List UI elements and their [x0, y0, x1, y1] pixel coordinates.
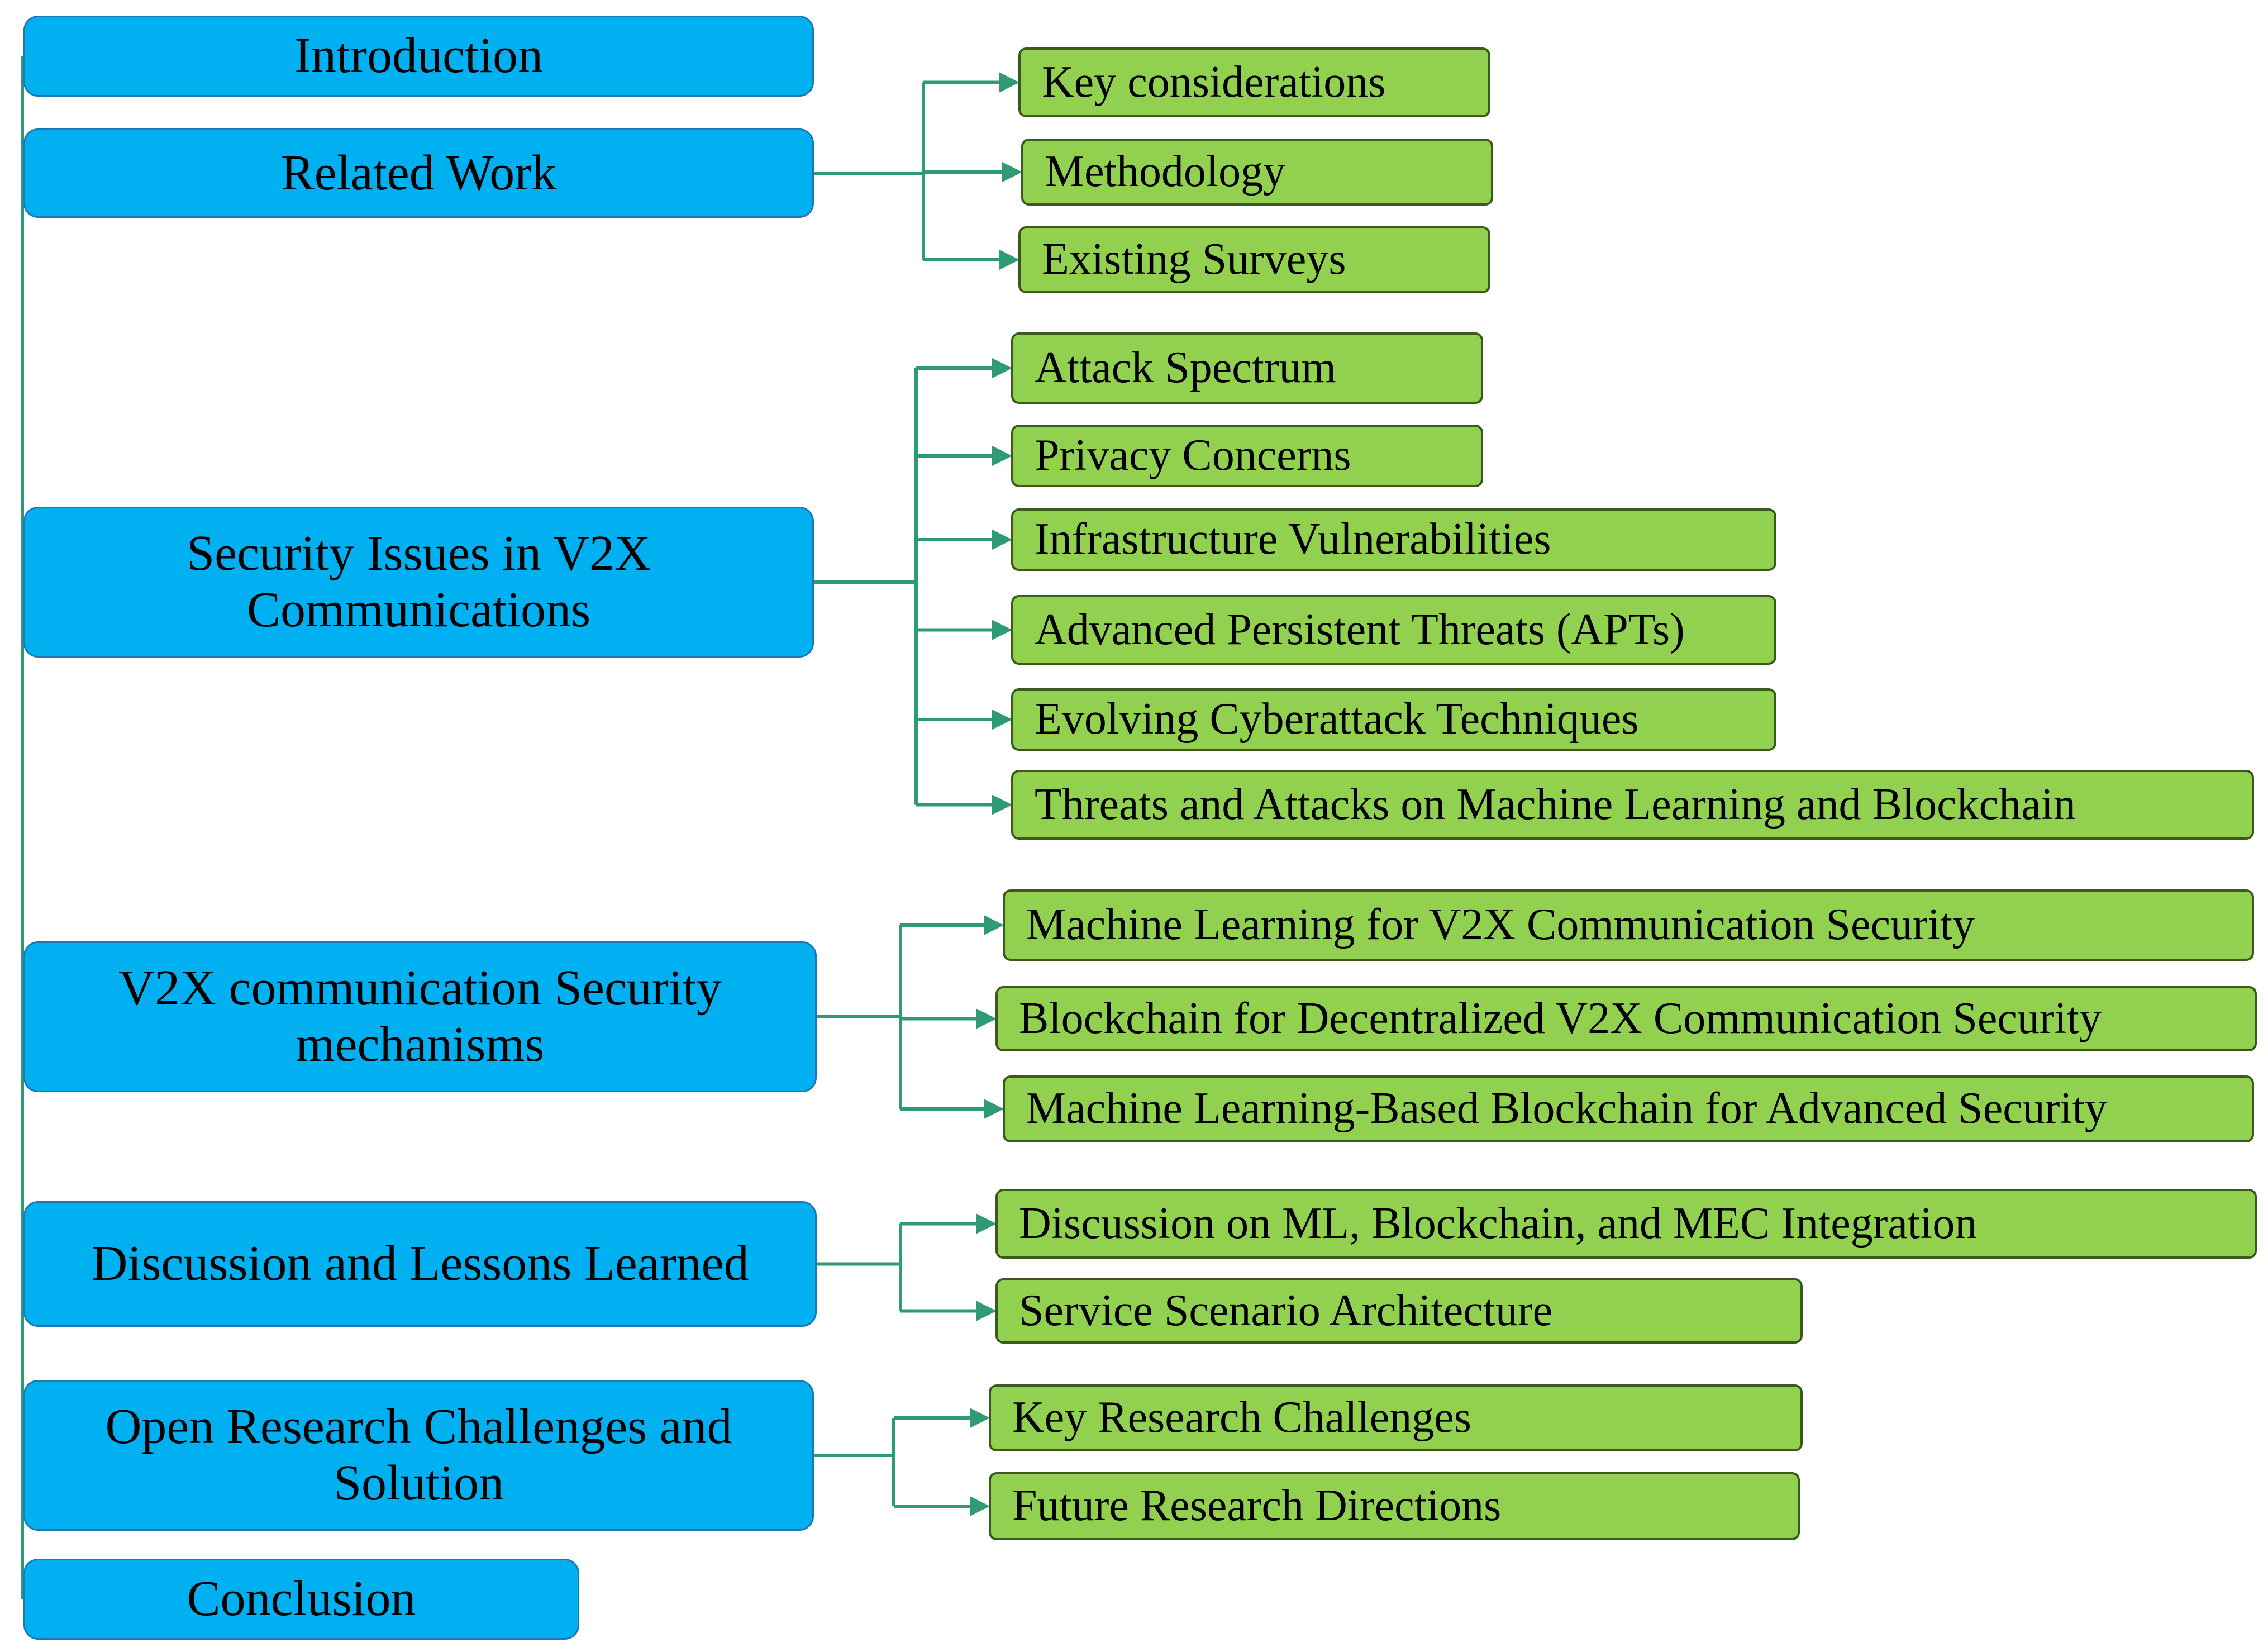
- subsection-ml-v2x-security: Machine Learning for V2X Communication S…: [1003, 889, 2254, 961]
- section-discussion: Discussion and Lessons Learned: [23, 1201, 817, 1327]
- subsection-evolving-cyberattack-techniques: Evolving Cyberattack Techniques: [1011, 688, 1776, 751]
- subsection-future-research-directions: Future Research Directions: [989, 1472, 1800, 1540]
- subsection-threats-ml-blockchain: Threats and Attacks on Machine Learning …: [1011, 770, 2254, 840]
- subsection-key-research-challenges: Key Research Challenges: [989, 1384, 1803, 1451]
- subsection-key-considerations: Key considerations: [1018, 47, 1490, 117]
- section-security-mechanisms: V2X communication Security mechanisms: [23, 941, 817, 1092]
- subsection-advanced-persistent-threats: Advanced Persistent Threats (APTs): [1011, 595, 1776, 665]
- subsection-privacy-concerns: Privacy Concerns: [1011, 425, 1483, 487]
- subsection-existing-surveys: Existing Surveys: [1018, 226, 1490, 293]
- subsection-methodology: Methodology: [1021, 139, 1493, 206]
- subsection-ml-blockchain-security: Machine Learning-Based Blockchain for Ad…: [1003, 1075, 2254, 1142]
- subsection-blockchain-v2x-security: Blockchain for Decentralized V2X Communi…: [995, 986, 2257, 1051]
- section-open-challenges: Open Research Challenges and Solution: [23, 1380, 814, 1531]
- subsection-ml-blockchain-mec: Discussion on ML, Blockchain, and MEC In…: [995, 1189, 2257, 1259]
- section-security-issues: Security Issues in V2X Communications: [23, 507, 814, 658]
- subsection-service-scenario-architecture: Service Scenario Architecture: [995, 1278, 1803, 1344]
- subsection-attack-spectrum: Attack Spectrum: [1011, 332, 1483, 404]
- section-introduction: Introduction: [23, 16, 814, 97]
- section-related-work: Related Work: [23, 128, 814, 218]
- section-conclusion: Conclusion: [23, 1559, 579, 1640]
- subsection-infrastructure-vulnerabilities: Infrastructure Vulnerabilities: [1011, 508, 1776, 571]
